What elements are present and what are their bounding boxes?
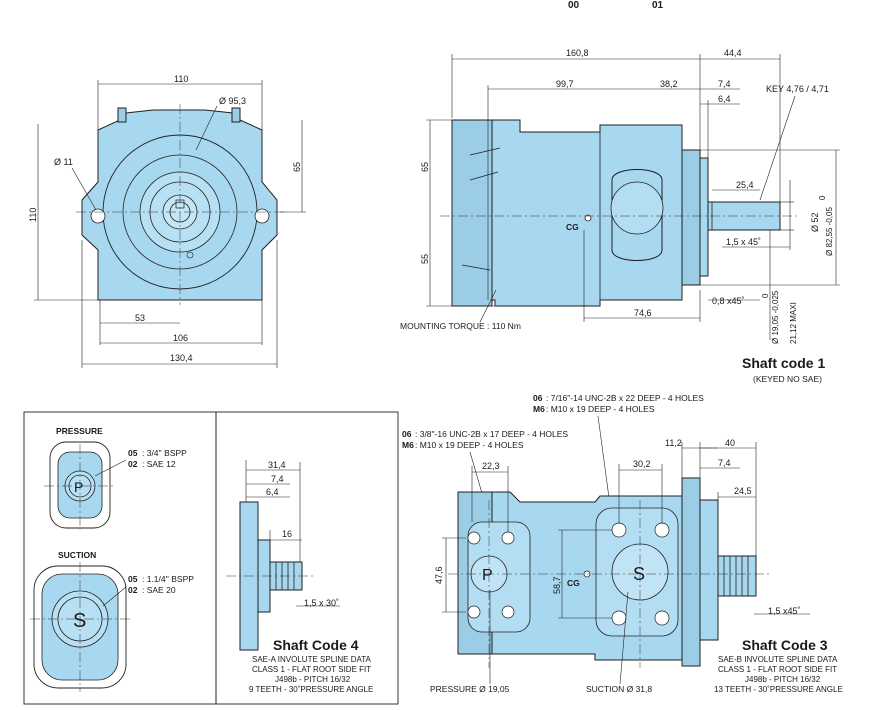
dim-r-223: 22,3 <box>482 461 500 471</box>
cg-label-rear: CG <box>567 578 580 588</box>
note-06b: 06 <box>402 429 412 439</box>
dim-side-ch15: 1,5 x 45˚ <box>726 237 761 247</box>
note-06b-value: : 3/8"-16 UNC-2B x 17 DEEP - 4 HOLES <box>415 429 568 439</box>
note-m6a-value: : M10 x 19 DEEP - 4 HOLES <box>546 404 655 414</box>
suction-05: 05 <box>128 574 138 584</box>
rear-s-letter: S <box>633 564 645 584</box>
dim-front-65: 65 <box>292 162 302 172</box>
suction-02: 02 <box>128 585 138 595</box>
dim-r-476: 47,6 <box>434 566 444 584</box>
dim-front-53: 53 <box>135 313 145 323</box>
dim-s4-16: 16 <box>282 529 292 539</box>
dim-r-302: 30,2 <box>633 459 651 469</box>
pressure-02: 02 <box>128 459 138 469</box>
shaft4-spec-4: 9 TEETH - 30˚PRESSURE ANGLE <box>249 685 373 694</box>
shaft-code-4-panel: 31,4 7,4 6,4 16 1,5 x 30˚ Shaft Code 4 S… <box>215 411 399 705</box>
ports-panel: PRESSURE P 05 : 3/4'' BSPP 02 : SAE 12 S… <box>23 411 217 705</box>
shaft-code-1-title: Shaft code 1 <box>742 355 825 371</box>
rear-p-letter: P <box>482 567 493 584</box>
pressure-05: 05 <box>128 448 138 458</box>
suction-05-value: : 1.1/4'' BSPP <box>142 574 194 584</box>
dim-side-ch08: 0,8 x45˚ <box>712 296 745 306</box>
dim-side-746: 74,6 <box>634 308 652 318</box>
dim-r-74: 7,4 <box>718 458 731 468</box>
dim-front-110h: 110 <box>28 208 38 222</box>
dim-side-d19z: 0 <box>761 293 770 298</box>
suction-02-value: : SAE 20 <box>142 585 176 595</box>
mounting-torque-note: MOUNTING TORQUE : 110 Nm <box>400 321 521 331</box>
dim-side-key: KEY 4,76 / 4,71 <box>766 84 829 94</box>
dim-side-d52: Ø 52 <box>810 212 820 232</box>
dim-side-997: 99,7 <box>556 79 574 89</box>
rear-suction-label: SUCTION Ø 31,8 <box>586 684 652 694</box>
dim-side-2112: 21,12 MAXI <box>789 302 798 344</box>
dim-r-245: 24,5 <box>734 486 752 496</box>
note-m6b-value: : M10 x 19 DEEP - 4 HOLES <box>415 440 524 450</box>
suction-letter: S <box>73 610 86 632</box>
cg-label-side: CG <box>566 222 579 232</box>
note-06a-value: : 7/16"-14 UNC-2B x 22 DEEP - 4 HOLES <box>546 393 704 403</box>
dim-side-444: 44,4 <box>724 48 742 58</box>
suction-title: SUCTION <box>58 550 96 560</box>
dim-s4-314: 31,4 <box>268 460 286 470</box>
dim-side-55: 55 <box>420 254 430 264</box>
dim-side-d82: Ø 82,55 -0,05 <box>825 207 834 256</box>
dim-front-d953: Ø 95,3 <box>219 96 246 106</box>
dim-r-40: 40 <box>725 438 735 448</box>
dim-side-74: 7,4 <box>718 79 731 89</box>
code-00: 00 <box>568 0 580 11</box>
pressure-05-value: : 3/4'' BSPP <box>142 448 187 458</box>
shaft3-spec-2: CLASS 1 - FLAT ROOT SIDE FIT <box>718 665 837 674</box>
shaft4-spec-1: SAE-A INVOLUTE SPLINE DATA <box>252 655 372 664</box>
side-view: CG 160,8 44,4 99,7 38,2 7,4 6,4 KEY 4,76… <box>400 48 840 384</box>
pressure-title: PRESSURE <box>56 426 103 436</box>
note-m6b: M6 <box>402 440 414 450</box>
code-01: 01 <box>652 0 664 11</box>
dim-r-112: 11,2 <box>665 438 682 448</box>
shaft3-spec-1: SAE-B INVOLUTE SPLINE DATA <box>718 655 838 664</box>
dim-s4-64: 6,4 <box>266 487 279 497</box>
dim-front-110w: 110 <box>174 74 188 84</box>
rear-view: 06 : 7/16"-14 UNC-2B x 22 DEEP - 4 HOLES… <box>402 393 843 694</box>
shaft4-spec-3: J498b - PITCH 16/32 <box>275 675 351 684</box>
dim-side-d19: Ø 19,05 -0,025 <box>771 290 780 344</box>
note-m6a: M6 <box>533 404 545 414</box>
dim-front-1304: 130,4 <box>170 353 193 363</box>
front-view: 110 Ø 95,3 Ø 11 110 65 53 106 130,4 <box>28 74 306 368</box>
dim-side-64: 6,4 <box>718 94 731 104</box>
mount-hole-left <box>90 208 106 224</box>
shaft3-spec-3: J498b - PITCH 16/32 <box>745 675 821 684</box>
shaft-code-1-subtitle: (KEYED NO SAE) <box>753 374 822 384</box>
pressure-02-value: : SAE 12 <box>142 459 176 469</box>
dim-front-106: 106 <box>173 333 188 343</box>
pressure-letter: P <box>74 479 83 495</box>
dim-s4-74: 7,4 <box>271 474 284 484</box>
mount-hole-right <box>254 208 270 224</box>
dim-side-1608: 160,8 <box>566 48 589 58</box>
shaft-code-4-title: Shaft Code 4 <box>273 637 359 653</box>
shaft4-spec-2: CLASS 1 - FLAT ROOT SIDE FIT <box>252 665 371 674</box>
dim-s4-ch15: 1,5 x 30˚ <box>304 598 339 608</box>
dim-r-ch15: 1,5 x45˚ <box>768 606 801 616</box>
dim-side-d82z: 0 <box>818 195 827 200</box>
dim-front-d11: Ø 11 <box>54 157 73 167</box>
dim-side-65: 65 <box>420 162 430 172</box>
shaft3-spec-4: 13 TEETH - 30˚PRESSURE ANGLE <box>714 685 843 694</box>
note-06a: 06 <box>533 393 543 403</box>
rear-pressure-label: PRESSURE Ø 19,05 <box>430 684 510 694</box>
cg-marker-side <box>584 214 592 222</box>
dim-r-587: 58,7 <box>552 576 562 594</box>
dim-side-254: 25,4 <box>736 180 754 190</box>
dim-side-382: 38,2 <box>660 79 678 89</box>
shaft-code-3-title: Shaft Code 3 <box>742 637 828 653</box>
